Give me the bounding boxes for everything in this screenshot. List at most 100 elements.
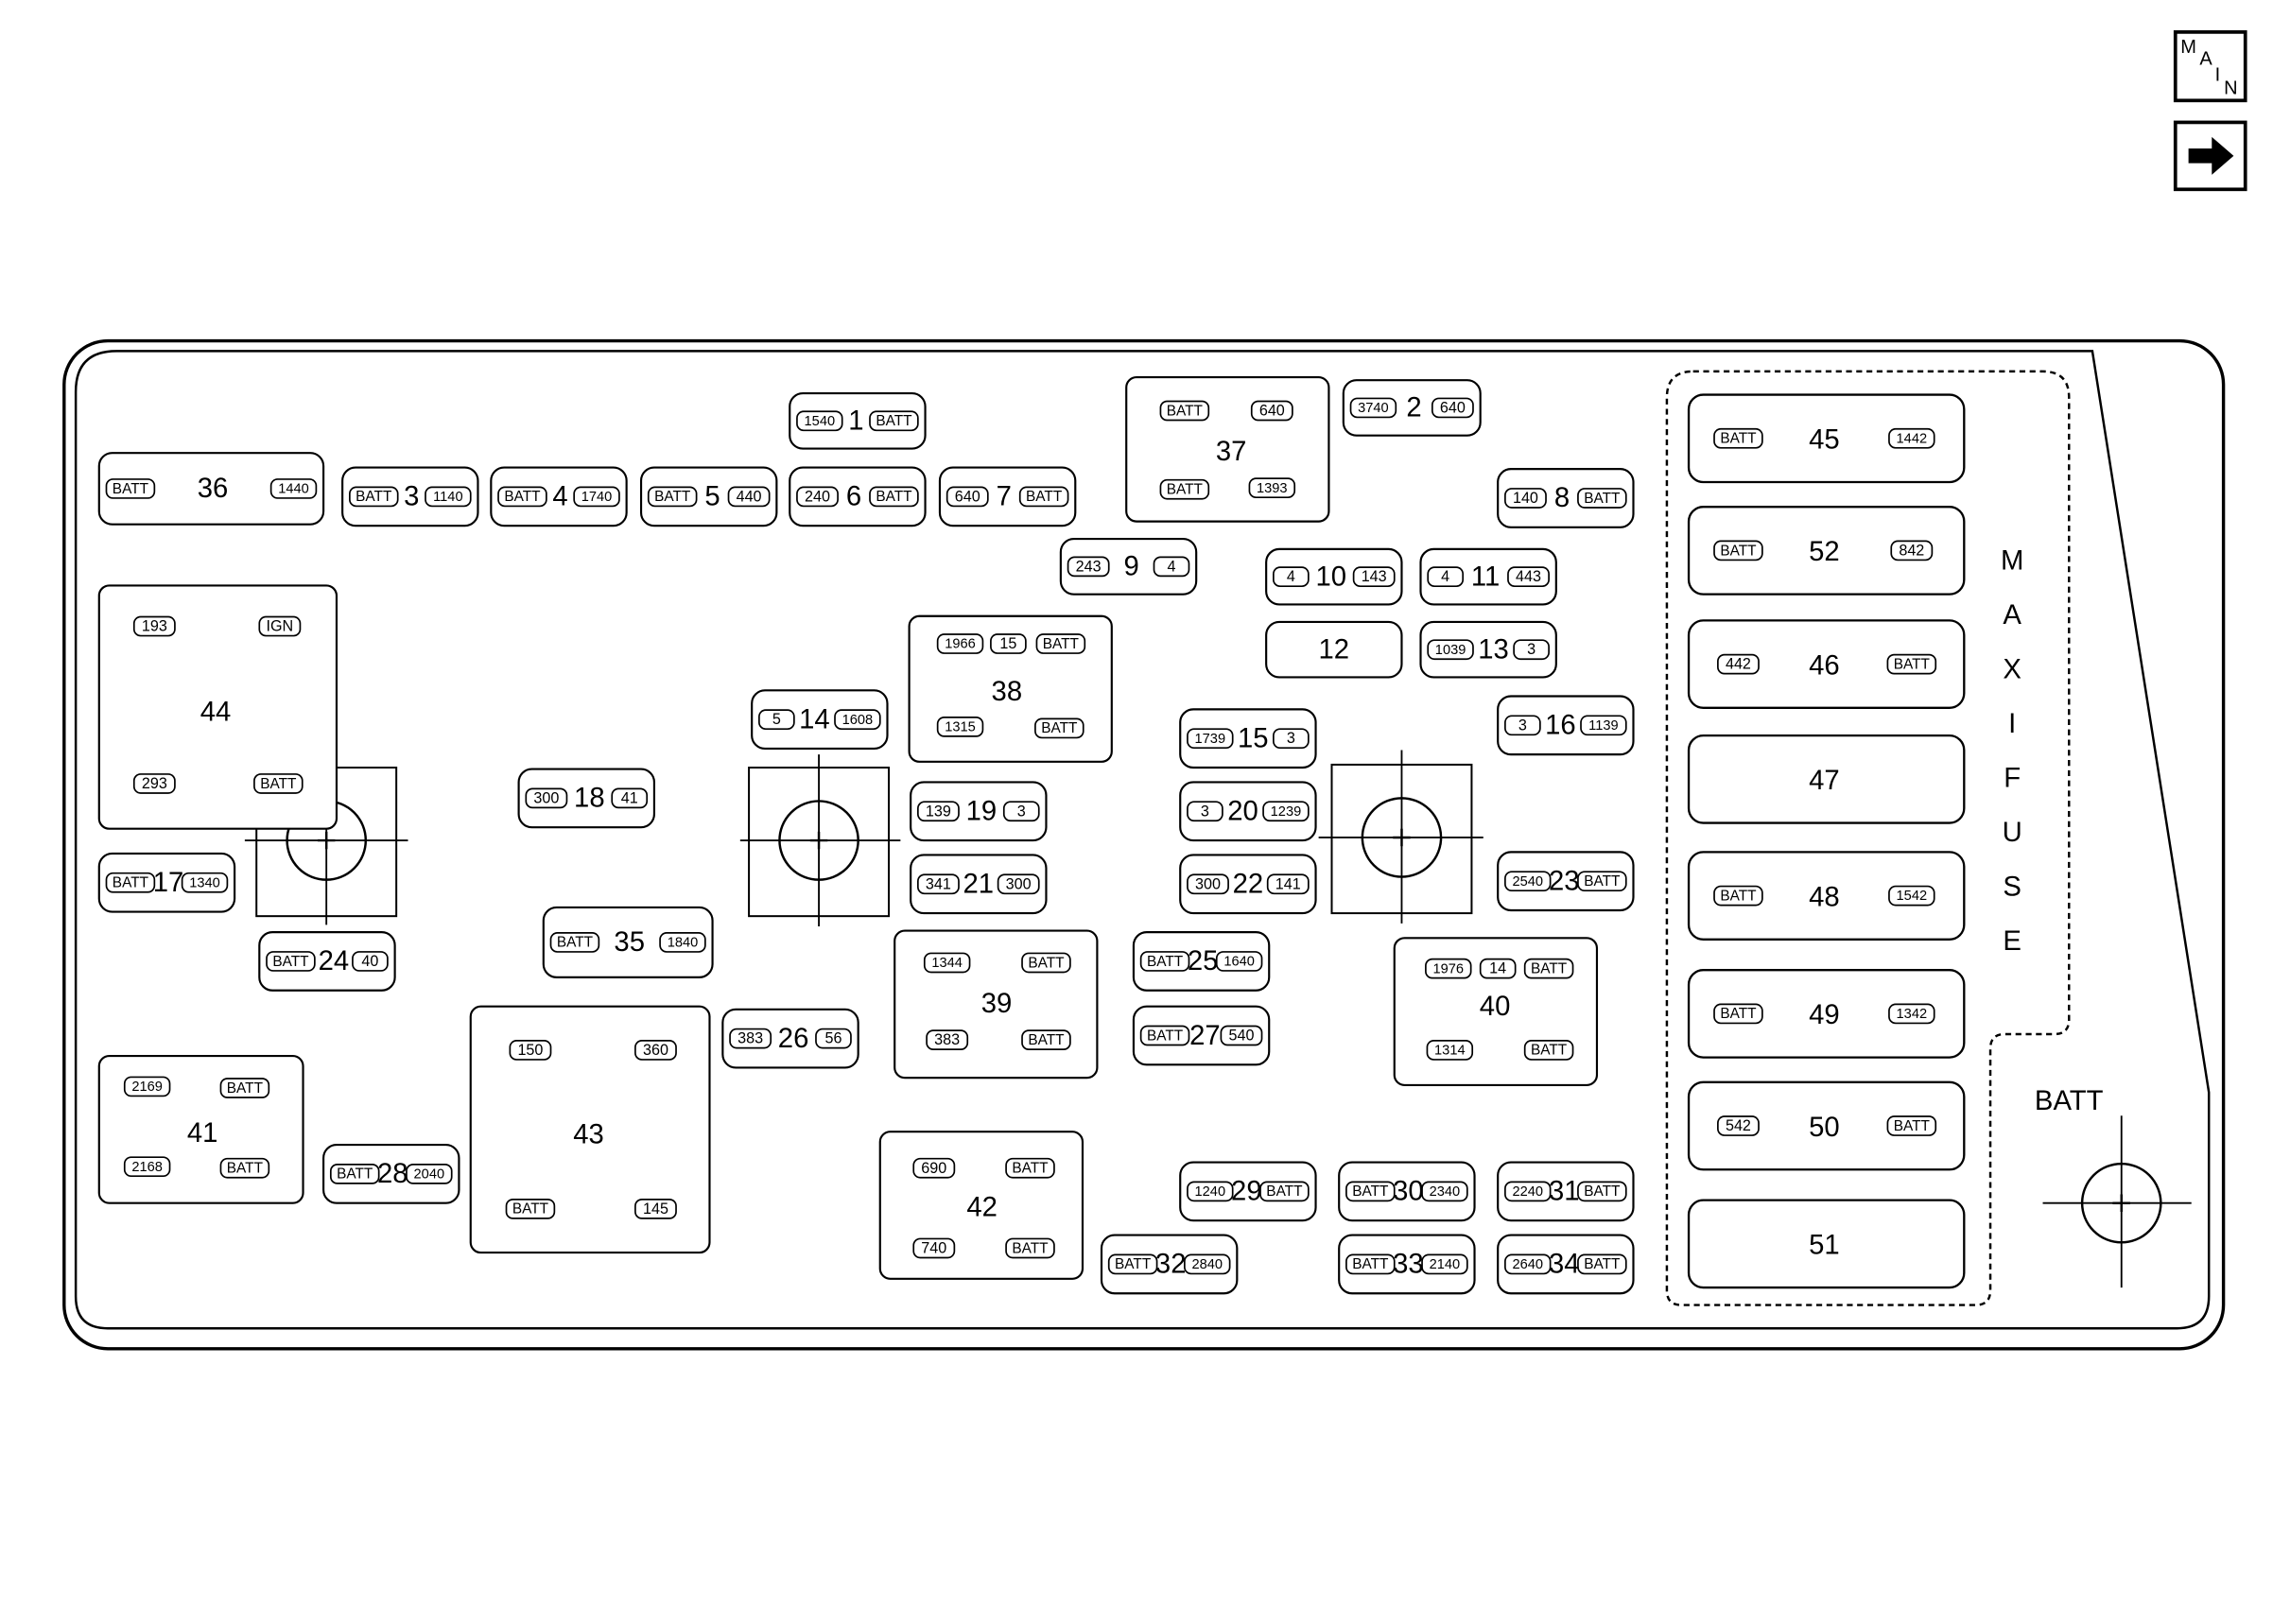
fuse-6-number: 6 — [846, 482, 861, 512]
fuse-4-right-terminal-label: 1740 — [581, 490, 613, 505]
fuse-11-right-terminal-label: 443 — [1516, 568, 1541, 585]
maxi-fuse-47[interactable]: 47 — [1687, 734, 1966, 824]
fuse-36-left-terminal: BATT — [105, 478, 156, 499]
fuse-10-left-terminal-label: 4 — [1287, 568, 1295, 585]
maxi-fuse-46-left-terminal: 442 — [1717, 653, 1760, 675]
fuse-21-left-terminal: 341 — [916, 873, 960, 895]
fuse-1-right-terminal: BATT — [869, 410, 919, 432]
maxi-fuse-52-right-terminal: 842 — [1890, 540, 1934, 561]
relay-38-pin: BATT — [1035, 633, 1086, 654]
fuse-6-right-terminal-label: BATT — [876, 489, 912, 505]
relay-44-number: 44 — [200, 698, 232, 728]
fuse-29-right-terminal: BATT — [1259, 1181, 1310, 1202]
fuse-24-right-terminal: 40 — [352, 951, 389, 972]
fuse-29-number: 29 — [1231, 1177, 1262, 1207]
fuse-23-right-terminal-label: BATT — [1584, 873, 1621, 890]
fuse-12[interactable]: 12 — [1265, 620, 1403, 679]
relay-40-number: 40 — [1480, 992, 1511, 1022]
fuse-6-left-terminal: 240 — [796, 486, 839, 508]
fuse-10-right-terminal-label: 143 — [1362, 568, 1387, 585]
fuse-29-left-terminal-label: 1240 — [1195, 1184, 1226, 1200]
maxi-fuse-51[interactable]: 51 — [1687, 1199, 1966, 1289]
fuse-4-left-terminal-label: BATT — [504, 489, 541, 505]
relay-44-pin-label: 293 — [142, 775, 167, 792]
fuse-6[interactable]: 240 BATT 6 — [789, 466, 927, 527]
fuse-10-right-terminal: 143 — [1352, 566, 1396, 588]
relay-44-pin-label: IGN — [267, 618, 294, 635]
relay-39-pin-label: BATT — [1028, 1032, 1065, 1048]
fuse-13-number: 13 — [1478, 634, 1509, 665]
relay-37-number: 37 — [1216, 437, 1247, 467]
fuse-19-right-terminal: 3 — [1002, 801, 1040, 822]
fuse-22-left-terminal: 300 — [1187, 873, 1229, 895]
fuse-11-right-terminal: 443 — [1507, 566, 1550, 588]
relay-42-pin-label: 740 — [921, 1240, 946, 1257]
maxi-fuse-52-left-terminal: BATT — [1713, 540, 1763, 561]
arrow-right-icon — [2188, 136, 2234, 175]
maxi-fuse-50-right-terminal: BATT — [1886, 1115, 1937, 1136]
fuse-22-right-terminal-label: 141 — [1275, 875, 1301, 892]
relay-40-pin: 1314 — [1426, 1040, 1474, 1061]
next-page-button[interactable] — [2173, 120, 2247, 192]
housing-inner-outline — [74, 350, 2211, 1330]
fuse-8-left-terminal: 140 — [1504, 488, 1547, 509]
fuse-33-left-terminal-label: BATT — [1352, 1256, 1389, 1272]
fuse-3-left-terminal-label: BATT — [356, 489, 392, 505]
fuse-11-number: 11 — [1471, 561, 1500, 592]
fuse-26-right-terminal-label: 56 — [824, 1030, 842, 1047]
fuse-27-left-terminal: BATT — [1139, 1025, 1190, 1046]
relay-37-pin-label: 1393 — [1257, 481, 1288, 496]
fuse-13-right-terminal-label: 3 — [1527, 641, 1536, 658]
